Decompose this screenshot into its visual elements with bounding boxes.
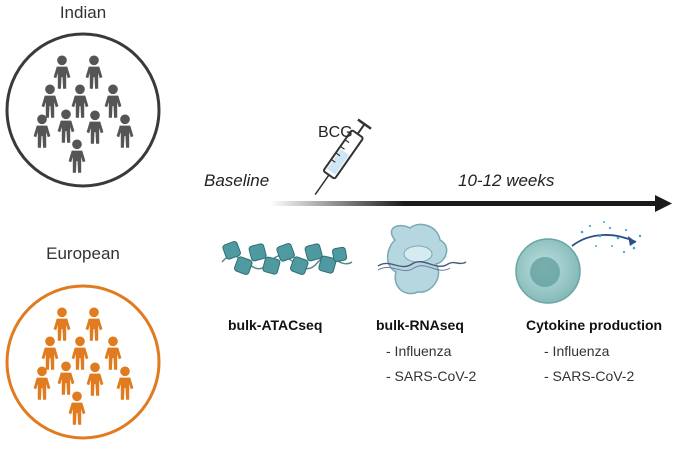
- person-icon: [33, 114, 51, 148]
- ribosome-icon: [377, 223, 467, 295]
- indian-people-group: [33, 55, 134, 173]
- person-icon: [57, 361, 75, 395]
- person-icon: [85, 307, 103, 341]
- person-icon: [41, 336, 59, 370]
- timeline-arrow: [270, 195, 672, 212]
- person-icon: [53, 55, 71, 89]
- assay-item: - SARS-CoV-2: [386, 368, 477, 384]
- person-icon: [71, 84, 89, 118]
- person-icon: [86, 362, 104, 396]
- assay-rnaseq: bulk-RNAseq - Influenza - SARS-CoV-2: [376, 317, 476, 384]
- cell-icon: [515, 221, 642, 304]
- person-icon: [68, 391, 86, 425]
- person-icon: [116, 114, 134, 148]
- assay-title: Cytokine production: [526, 317, 663, 333]
- assay-item: - Influenza: [544, 343, 610, 359]
- assay-atac: bulk-ATACseq: [228, 317, 322, 333]
- european-group-label: European: [46, 244, 120, 263]
- person-icon: [71, 336, 89, 370]
- person-icon: [85, 55, 103, 89]
- assay-item: - Influenza: [386, 343, 452, 359]
- person-icon: [68, 139, 86, 173]
- person-icon: [116, 366, 134, 400]
- person-icon: [86, 110, 104, 144]
- vaccine-label: BCG: [318, 124, 353, 141]
- person-icon: [104, 84, 122, 118]
- followup-label: 10-12 weeks: [458, 171, 555, 190]
- assay-item: - SARS-CoV-2: [544, 368, 635, 384]
- person-icon: [57, 109, 75, 143]
- person-icon: [104, 336, 122, 370]
- indian-group-label: Indian: [59, 3, 107, 22]
- assay-title: bulk-RNAseq: [376, 317, 464, 333]
- baseline-label: Baseline: [204, 171, 270, 190]
- person-icon: [33, 366, 51, 400]
- person-icon: [53, 307, 71, 341]
- indian-population: [5, 32, 161, 188]
- syringe-icon: [314, 118, 372, 196]
- person-icon: [41, 84, 59, 118]
- assay-title: bulk-ATACseq: [228, 317, 323, 333]
- chromatin-icon: [221, 241, 353, 275]
- assay-cytokine: Cytokine production - Influenza - SARS-C…: [526, 317, 662, 384]
- european-people-group: [33, 307, 134, 425]
- european-population: [5, 284, 161, 440]
